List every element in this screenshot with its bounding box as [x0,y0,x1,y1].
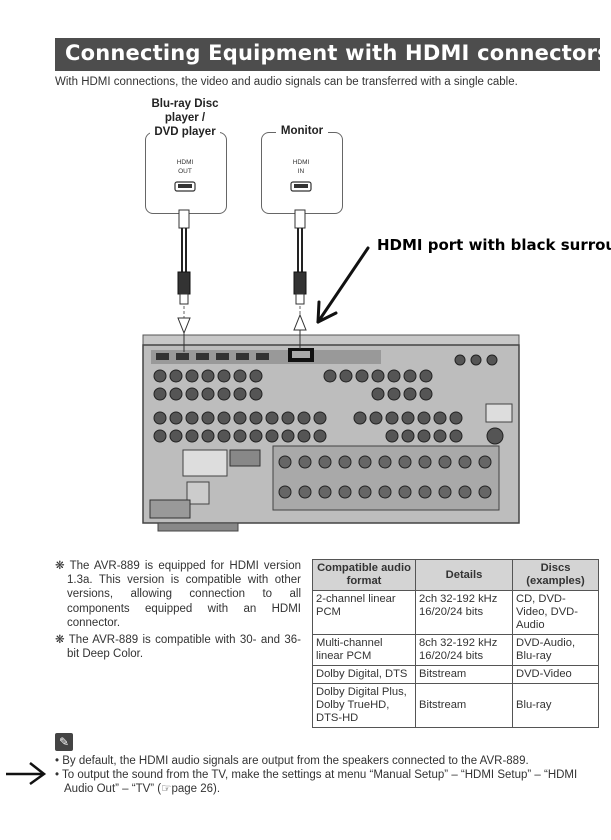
page-title: Connecting Equipment with HDMI connector… [65,41,610,65]
pencil-icon: ✎ [55,733,73,751]
source-label-line3: DVD player [154,126,216,138]
table-row: Multi-channel linear PCM 8ch 32-192 kHz … [312,634,599,666]
hdmi-port-callout: HDMI port with black surround [377,236,611,254]
monitor-device-label: Monitor [276,124,328,138]
table-cell: Multi-channel linear PCM [312,634,416,666]
callout-arrow [316,246,370,324]
table-cell: DVD-Audio, Blu-ray [512,634,599,666]
source-device-box [145,132,227,214]
note-tv-output: • To output the sound from the TV, make … [55,769,578,795]
table-cell: Bitstream [415,665,513,684]
source-label-line2: player / [164,112,206,124]
table-cell: Blu-ray [512,683,599,728]
receiver-rear-panel [142,334,520,532]
monitor-port-line1: HDMI [292,159,310,166]
source-cable [177,209,191,340]
speaker-terminals [278,455,492,499]
table-cell: Bitstream [415,683,513,728]
rca-jacks [153,354,504,445]
monitor-cable [293,209,307,345]
monitor-port-line2: IN [297,168,305,175]
table-cell: CD, DVD-Video, DVD-Audio [512,590,599,635]
header-discs: Discs (examples) [512,559,599,591]
page-subtitle: With HDMI connections, the video and aud… [55,76,518,88]
header-audio-format: Compatible audio format [312,559,416,591]
arrow-right-icon [6,762,47,786]
source-device-label: Blu-ray Disc player / DVD player [150,97,220,139]
monitor-port-label: HDMI IN [281,158,321,176]
source-port-line2: OUT [178,168,192,175]
title-bar: Connecting Equipment with HDMI connector… [55,38,610,71]
hdmi-notes: ❋ The AVR-889 is equipped for HDMI versi… [55,559,301,664]
note-default-output: • By default, the HDMI audio signals are… [55,755,529,767]
note-hdmi-version: ❋ The AVR-889 is equipped for HDMI versi… [55,560,301,629]
header-details: Details [415,559,513,591]
table-row: Dolby Digital, DTS Bitstream DVD-Video [312,665,599,684]
hdmi-audio-notes: • By default, the HDMI audio signals are… [55,754,600,796]
connection-diagram [142,181,520,532]
table-cell: 2ch 32-192 kHz 16/20/24 bits [415,590,513,635]
table-cell: Dolby Digital, DTS [312,665,416,684]
note-deep-color: ❋ The AVR-889 is compatible with 30- and… [55,634,301,661]
source-port-line1: HDMI [176,159,194,166]
table-cell: Dolby Digital Plus, Dolby TrueHD, DTS-HD [312,683,416,728]
audio-format-table: Compatible audio format Details Discs (e… [312,559,599,728]
source-port-label: HDMI OUT [165,158,205,176]
table-cell: DVD-Video [512,665,599,684]
source-label-line1: Blu-ray Disc [151,98,219,110]
table-cell: 2-channel linear PCM [312,590,416,635]
table-row: 2-channel linear PCM 2ch 32-192 kHz 16/2… [312,590,599,635]
table-row: Dolby Digital Plus, Dolby TrueHD, DTS-HD… [312,683,599,728]
table-header-row: Compatible audio format Details Discs (e… [312,559,599,591]
table-cell: 8ch 32-192 kHz 16/20/24 bits [415,634,513,666]
